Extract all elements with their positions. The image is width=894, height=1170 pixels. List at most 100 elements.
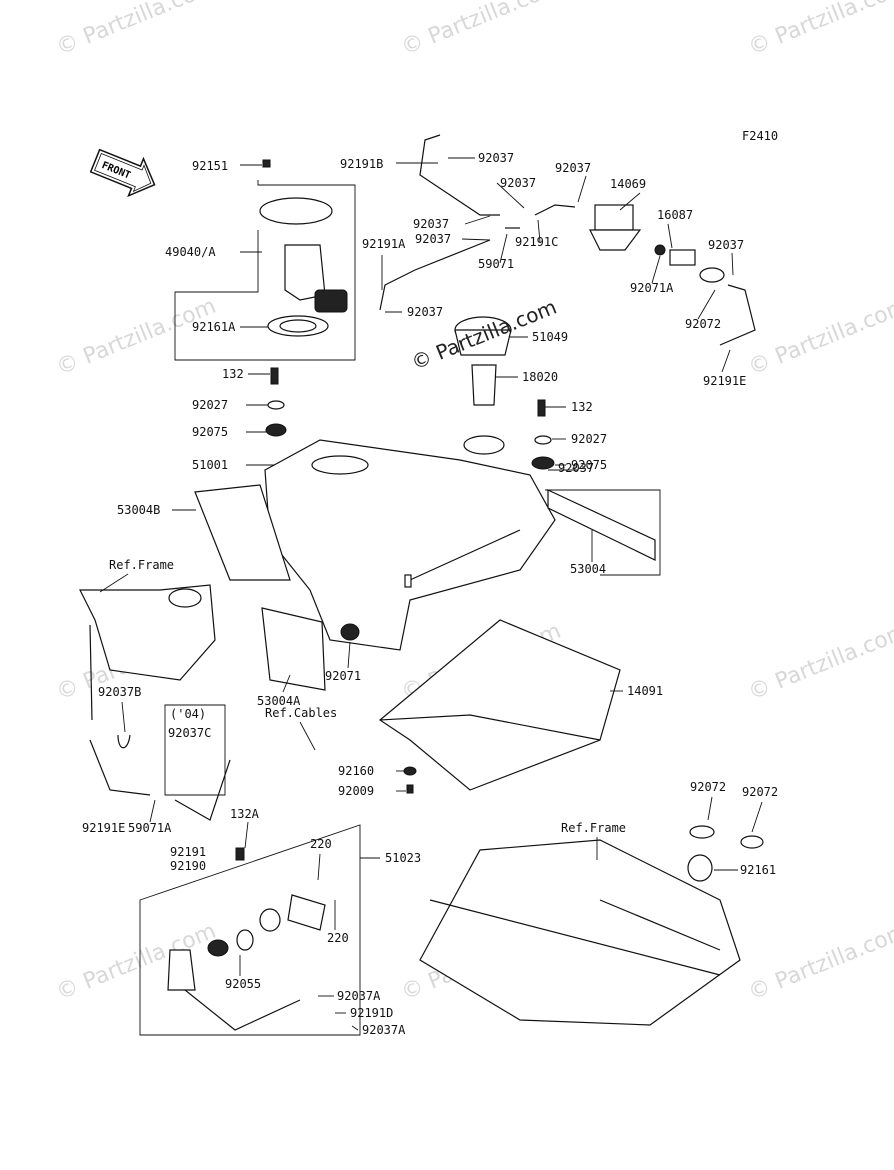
part-number-label: 14091 [627,684,663,698]
part-number-label: Ref.Frame [561,821,626,835]
part-number-label: 92072 [690,780,726,794]
watermark: © Partzilla.com [745,294,894,381]
under-tray [378,619,621,791]
part-number-label: 14069 [610,177,646,191]
vent-hoses [379,134,756,346]
leader-line [299,721,316,751]
part-number-label: 92037 [407,305,443,319]
part-number-label: 92075 [192,425,228,439]
leader-line [751,801,763,833]
part-number-label: 132 [571,400,593,414]
fuel-valve-group [139,824,361,1036]
part-number-label: 51001 [192,458,228,472]
leader-line [731,252,734,276]
leader-line [244,821,249,849]
part-number-label: 92037B [98,685,141,699]
part-number-label: 92161 [740,863,776,877]
watermark: © Partzilla.com [53,919,220,1006]
part-number-label: 132 [222,367,244,381]
part-number-label: 92027 [192,398,228,412]
leader-line [99,573,129,593]
leader-line [707,796,713,821]
watermark: © Partzilla.com [53,0,220,61]
part-number-label: 92161A [192,320,236,334]
leader-line [464,215,491,225]
part-number-label: 92075 [571,458,607,472]
part-number-label: 59071A [128,821,172,835]
part-number-label: 92151 [192,159,228,173]
part-number-label: 92055 [225,977,261,991]
watermark: © Partzilla.com [745,619,894,706]
part-number-label: 92027 [571,432,607,446]
lower-hoses [89,704,231,821]
front-arrow-icon: FRONT [89,148,156,198]
part-number-label: Ref.Frame [109,558,174,572]
part-number-label: 220 [327,931,349,945]
part-number-label: 92072 [742,785,778,799]
part-number-label: 53004 [570,562,606,576]
watermark: © Partzilla.com [745,0,894,61]
part-number-label: 92037 [558,461,594,475]
part-number-label: 92037 [413,217,449,231]
leader-line [317,853,321,881]
part-number-label: 92037 [555,161,591,175]
leader-line [461,238,491,241]
leader-line [651,255,661,284]
watermark: © Partzilla.com [53,294,220,381]
watermark: © Partzilla.com [745,919,894,1006]
part-number-label: 92037 [500,176,536,190]
leader-line [499,233,508,264]
leader-line [496,182,525,209]
part-number-label: 92191D [350,1006,393,1020]
part-number-label: 132A [230,807,260,821]
fuel-pump-module [174,159,356,361]
leader-line [619,192,641,211]
part-number-label: 92037 [415,232,451,246]
part-number-label: 92037 [708,238,744,252]
part-number-label: 92009 [338,784,374,798]
leader-line [347,641,351,669]
part-number-label: 92160 [338,764,374,778]
bolts-grommets [265,367,555,794]
part-number-label: 92191E [82,821,125,835]
part-number-label: 92191A [362,237,406,251]
part-number-label: 51049 [532,330,568,344]
part-number-label: 92037A [362,1023,406,1037]
leader-line [149,799,156,823]
leader-line [537,219,541,243]
fuel-tank [264,439,556,651]
part-number-label: 92037A [337,989,381,1003]
part-number-label: 49040/A [165,245,216,259]
part-number-label: 59071 [478,257,514,271]
leader-line [721,349,731,373]
part-number-label: 92190 [170,859,206,873]
tank-pads [194,484,661,691]
part-number-label: 53004A [257,694,301,708]
part-number-label: Ref.Cables [265,706,337,720]
left-frame [79,584,216,721]
part-number-label: 220 [310,837,332,851]
part-number-label: 92191C [515,235,558,249]
watermark: © Partzilla.com [398,0,565,61]
part-number-label: 18020 [522,370,558,384]
leader-line [351,1025,359,1031]
filler-cap-group [454,316,512,455]
leader-line [577,175,587,203]
part-number-label: 51023 [385,851,421,865]
part-number-label: 92037 [478,151,514,165]
part-number-label: 16087 [657,208,693,222]
part-number-label: 92191 [170,845,206,859]
part-number-label: 92071A [630,281,674,295]
leader-line [282,674,291,693]
part-number-label: 92191B [340,157,383,171]
leader-line [697,289,716,320]
part-number-label: 92037C [168,726,211,740]
part-number-label: 92072 [685,317,721,331]
part-number-label: ('04) [170,707,206,721]
diagram-code: F2410 [742,129,778,143]
part-number-label: 92191E [703,374,746,388]
part-number-label: 53004B [117,503,160,517]
